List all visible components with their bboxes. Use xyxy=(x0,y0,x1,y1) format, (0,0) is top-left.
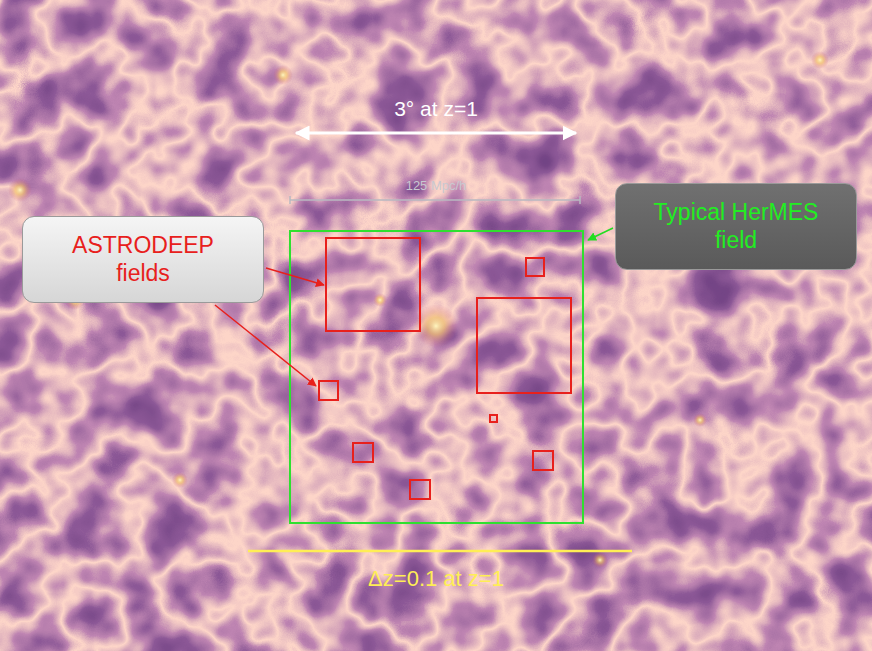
callout-text: ASTRODEEP fields xyxy=(58,232,228,286)
angular-scale-arrow xyxy=(296,132,576,135)
hermes-field-square xyxy=(290,231,583,523)
hermes-callout: Typical HerMES field xyxy=(615,183,857,270)
halo-glows xyxy=(8,51,829,568)
redshift-depth-line xyxy=(248,550,632,553)
scale-bar-label: 125 Mpc/h xyxy=(406,178,467,193)
astrodeep-field-squares xyxy=(319,238,571,499)
scale-bar xyxy=(290,196,580,204)
astrodeep-callout: ASTRODEEP fields xyxy=(22,216,264,303)
redshift-depth-label: Δz=0.1 at z=1 xyxy=(368,566,504,592)
callout-text: Typical HerMES field xyxy=(636,199,836,253)
angular-scale-label: 3° at z=1 xyxy=(394,97,478,121)
hermes-leader-arrow xyxy=(588,228,613,240)
